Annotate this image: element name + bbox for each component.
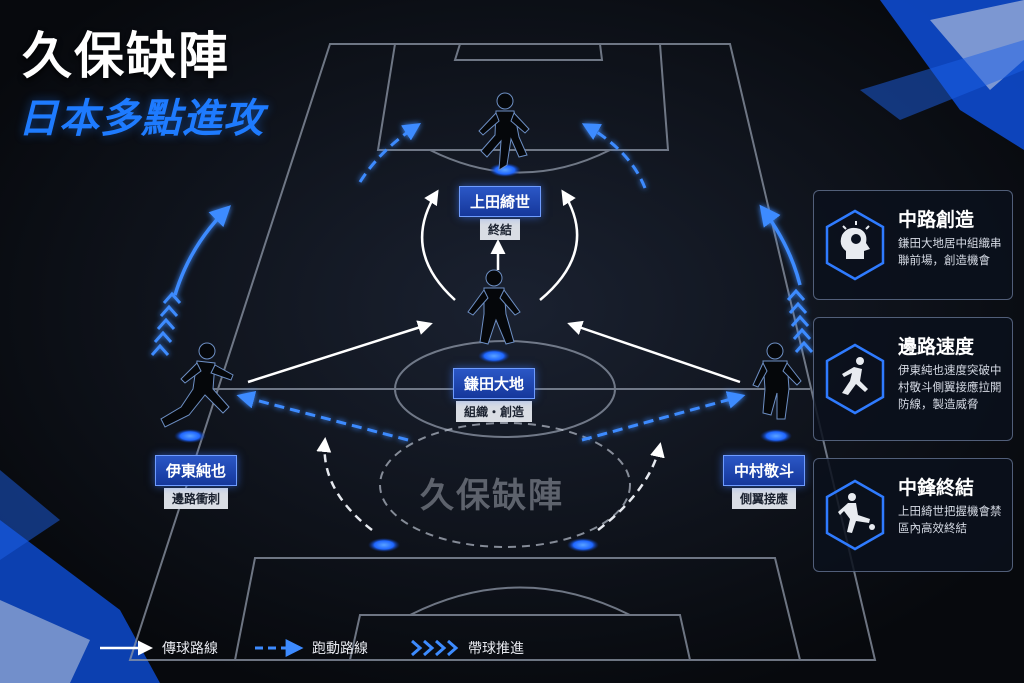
- card-body: 鎌田大地居中組織串聯前場，創造機會: [898, 236, 1002, 267]
- run-routes: [236, 123, 746, 442]
- pitch-lines: [128, 43, 877, 661]
- headline-title: 久保缺陣: [22, 27, 230, 85]
- head-lightbulb-icon: [825, 209, 885, 281]
- striker-kick-icon: [825, 479, 885, 551]
- player-role: 終結: [479, 219, 521, 240]
- legend-dribble: 帶球推進: [458, 636, 524, 660]
- player-label-ueda: 上田綺世 終結: [458, 186, 542, 240]
- player-name: 鎌田大地: [452, 368, 536, 399]
- dribble-left: [150, 205, 232, 356]
- focus-zone-ellipse: [379, 422, 631, 548]
- player-name: 伊東純也: [154, 455, 238, 486]
- dribble-right: [759, 204, 814, 353]
- legend-run: 跑動路線: [302, 636, 368, 660]
- legend-label: 跑動路線: [312, 641, 368, 657]
- card-central-creation: 中路創造 鎌田大地居中組織串聯前場，創造機會: [813, 190, 1013, 300]
- player-figures: [160, 92, 802, 428]
- card-body: 伊東純也速度突破中村敬斗側翼接應拉開防線，製造威脅: [898, 363, 1002, 411]
- card-title: 中路創造: [898, 209, 975, 231]
- legend-pass: 傳球路線: [152, 636, 218, 660]
- player-figure-ito: [160, 342, 234, 428]
- player-label-ito: 伊東純也 邊路衝刺: [154, 455, 238, 509]
- pass-routes: [247, 189, 741, 384]
- card-wing-speed: 邊路速度 伊東純也速度突破中村敬斗側翼接應拉開防線，製造威脅: [813, 317, 1013, 441]
- card-body: 上田綺世把握機會禁區內高效終結: [898, 504, 1002, 535]
- card-title: 邊路速度: [898, 336, 975, 358]
- legend-label: 傳球路線: [162, 641, 218, 657]
- player-role: 組織・創造: [455, 401, 533, 422]
- player-role: 邊路衝刺: [163, 488, 229, 509]
- legend-glyphs: [100, 639, 459, 657]
- player-figure-ueda: [478, 92, 530, 171]
- card-title: 中鋒終結: [898, 477, 975, 499]
- player-label-nakamura: 中村敬斗 側翼接應: [722, 455, 806, 509]
- white-run-routes: [316, 437, 665, 531]
- center-watermark: 久保缺陣: [420, 476, 564, 516]
- brush-slash-top-right: [860, 0, 1024, 150]
- player-label-kamada: 鎌田大地 組織・創造: [452, 368, 536, 422]
- headline-subtitle: 日本多點進攻: [18, 96, 264, 142]
- player-role: 側翼接應: [731, 488, 797, 509]
- player-name: 上田綺世: [458, 186, 542, 217]
- sprinter-icon: [825, 343, 885, 415]
- player-name: 中村敬斗: [722, 455, 806, 486]
- player-figure-kamada: [467, 269, 521, 345]
- brush-slash-bottom-left: [0, 470, 160, 683]
- card-striker-finish: 中鋒終結 上田綺世把握機會禁區內高效終結: [813, 458, 1013, 572]
- legend-label: 帶球推進: [468, 641, 524, 657]
- player-figure-nakamura: [752, 342, 802, 420]
- player-spots: [174, 163, 792, 552]
